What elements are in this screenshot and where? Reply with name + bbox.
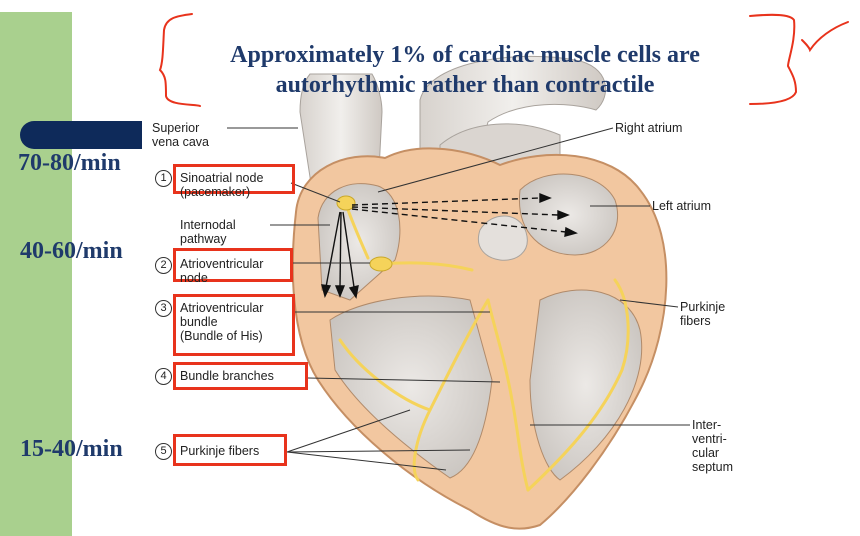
step-2-number: 2	[155, 257, 172, 274]
step-5-number: 5	[155, 443, 172, 460]
internodal-pathway-label: Internodal pathway	[180, 218, 236, 246]
step-1-number: 1	[155, 170, 172, 187]
purkinje-fibers-label: Purkinje fibers	[680, 300, 725, 328]
av-node-label: Atrioventricular node	[180, 257, 263, 285]
valve-cluster	[478, 216, 527, 260]
purkinje-fibers-step-label: Purkinje fibers	[180, 444, 259, 458]
title-line-1: Approximately 1% of cardiac muscle cells…	[170, 40, 760, 70]
superior-vena-cava-label: Superior vena cava	[152, 121, 209, 149]
step-3-number: 3	[155, 300, 172, 317]
left-atrium-label: Left atrium	[652, 199, 711, 213]
bundle-branches-label: Bundle branches	[180, 369, 274, 383]
right-atrium-label: Right atrium	[615, 121, 682, 135]
av-rate-label: 40-60/min	[20, 238, 123, 265]
title-line-2: autorhythmic rather than contractile	[170, 70, 760, 100]
sa-rate-label: 70-80/min	[18, 150, 121, 177]
interventricular-septum-label: Inter- ventri- cular septum	[692, 418, 733, 474]
av-bundle-label: Atrioventricular bundle (Bundle of His)	[180, 301, 263, 343]
purkinje-rate-label: 15-40/min	[20, 436, 123, 463]
sa-node-label: Sinoatrial node (pacemaker)	[180, 171, 263, 199]
av-node-marker	[370, 257, 392, 271]
left-ventricle-chamber	[530, 290, 642, 480]
step-4-number: 4	[155, 368, 172, 385]
sa-node-marker	[337, 196, 355, 210]
